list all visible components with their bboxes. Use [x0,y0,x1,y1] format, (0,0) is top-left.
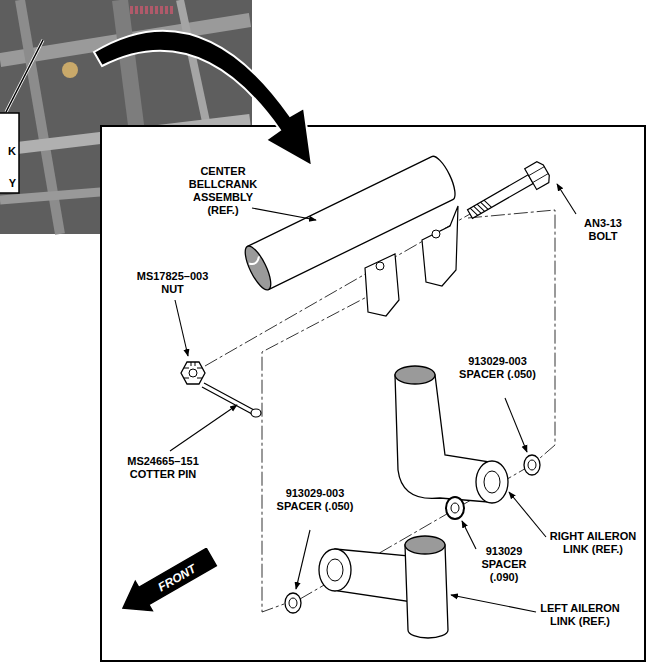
part-label: 913029 SPACER (.090) [468,545,540,584]
label-text: RIGHT AILERON LINK (REF.) [550,530,636,555]
left-aileron-link [319,536,448,638]
label-text: CENTER BELLCRANK ASSEMBLY (REF.) [189,165,257,216]
callout-box: K Y [0,113,19,203]
part-label: LEFT AILERON LINK (REF.) [530,602,630,628]
callout-text: K Y [0,135,16,199]
part-label: 913029-003 SPACER (.050) [270,487,360,513]
part-label: RIGHT AILERON LINK (REF.) [548,530,638,556]
leader-lines [170,184,576,612]
bolt [464,160,552,225]
label-text: MS17825–003 NUT [137,270,209,295]
label-text: MS24665–151 COTTER PIN [127,455,199,480]
label-text: 913029-003 SPACER (.050) [459,355,536,380]
part-label: MS17825–003 NUT [125,270,220,296]
right-aileron-link [395,366,508,503]
bellcrank-tube [240,153,460,316]
label-text: 913029-003 SPACER (.050) [277,487,354,512]
part-label: CENTER BELLCRANK ASSEMBLY (REF.) [183,165,263,217]
pointer-arrow [94,31,312,166]
center-lines [205,210,555,612]
castellated-nut [181,362,205,384]
label-text: LEFT AILERON LINK (REF.) [540,602,620,627]
label-text: 913029 SPACER (.090) [481,545,526,583]
label-text: AN3-13 BOLT [584,217,622,242]
part-label: MS24665–151 COTTER PIN [113,455,213,481]
cotter-pin [202,383,261,417]
part-label: AN3-13 BOLT [572,217,634,243]
detail-panel [101,126,645,661]
part-label: 913029-003 SPACER (.050) [455,355,540,381]
direction-arrow: FRONT [115,548,225,618]
